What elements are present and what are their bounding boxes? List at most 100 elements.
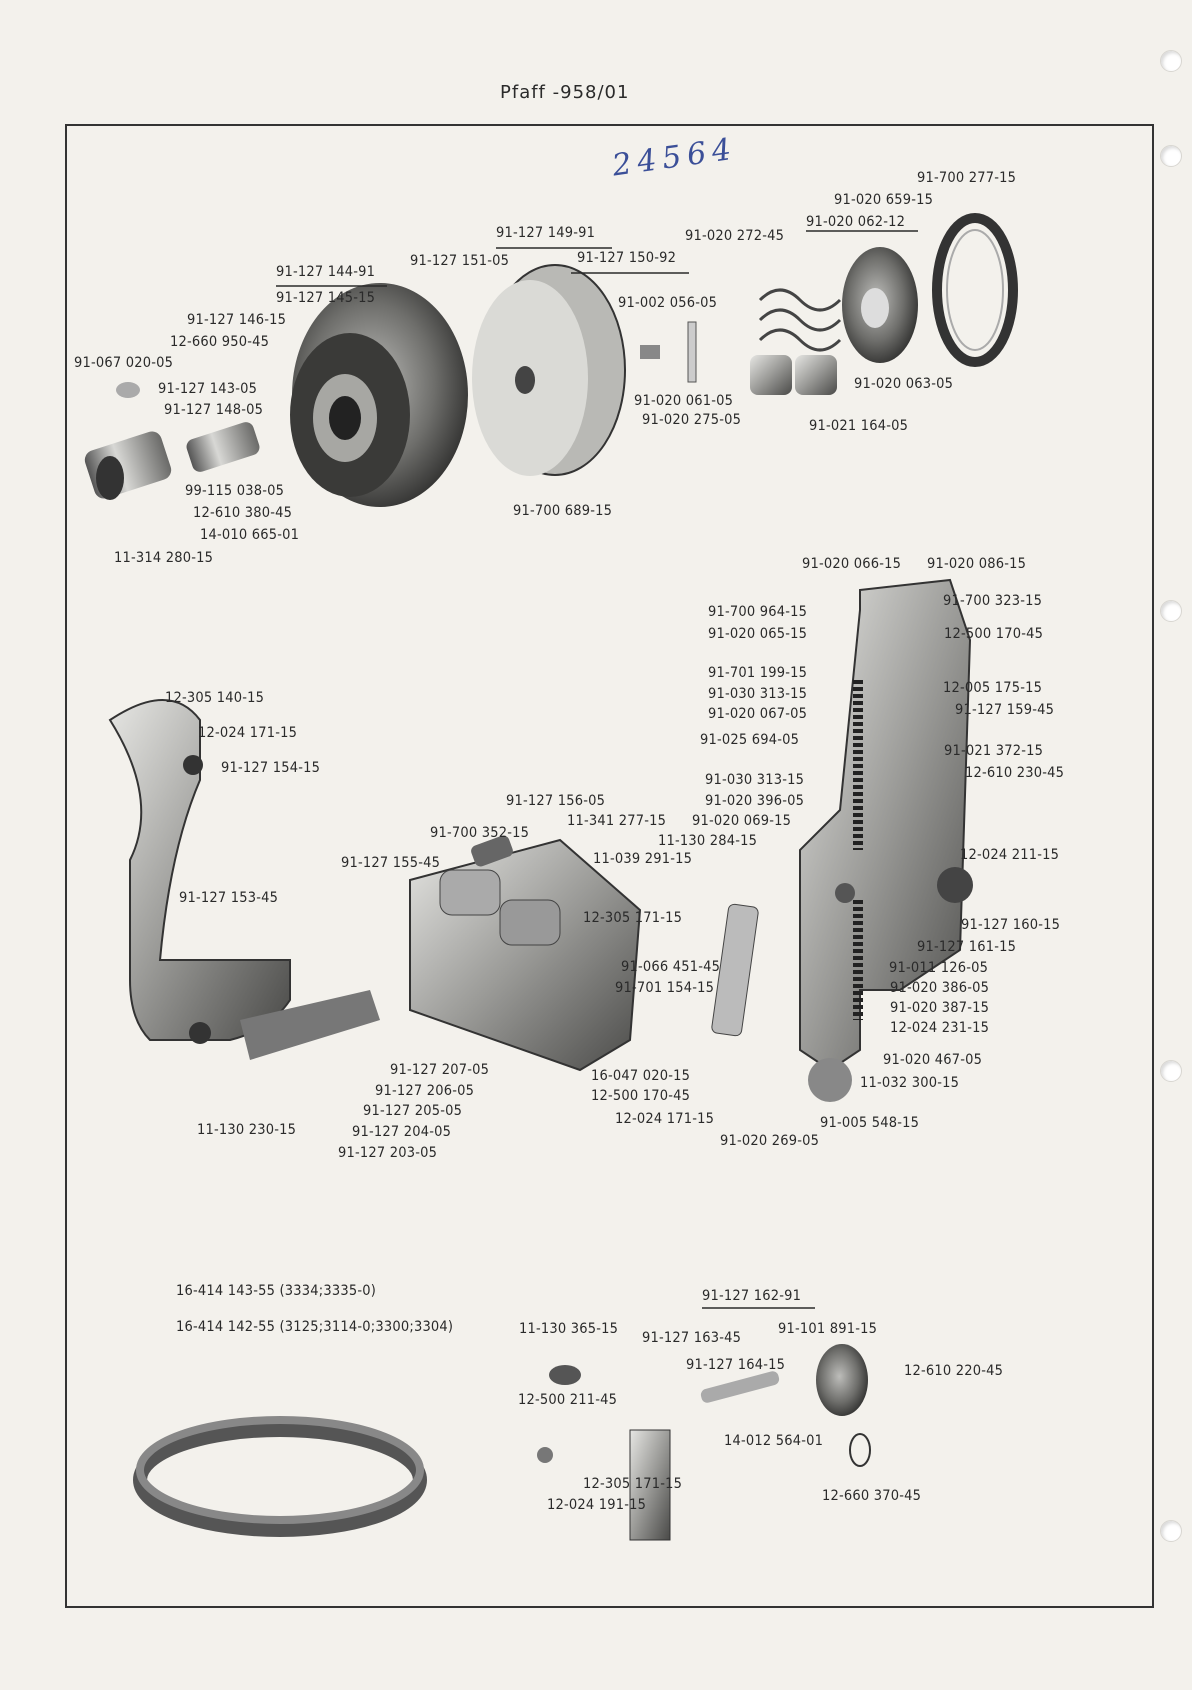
part-label: 91-127 154-15 xyxy=(221,760,321,776)
part-label: 91-127 143-05 xyxy=(158,381,258,397)
binder-hole xyxy=(1160,50,1182,72)
part-label: 91-021 164-05 xyxy=(809,418,909,434)
part-label: 11-130 230-15 xyxy=(197,1122,297,1138)
part-label: 12-024 171-15 xyxy=(615,1111,715,1127)
bracket-assembly xyxy=(409,835,642,1072)
part-label: 12-500 170-45 xyxy=(944,626,1044,642)
part-label: 14-012 564-01 xyxy=(724,1433,824,1449)
part-label: 11-130 284-15 xyxy=(658,833,758,849)
part-label: 91-127 148-05 xyxy=(164,402,264,418)
part-label: 91-020 066-15 xyxy=(802,556,902,572)
part-label: 91-700 352-15 xyxy=(430,825,530,841)
part-label: 11-314 280-15 xyxy=(114,550,214,566)
part-label: 91-020 063-05 xyxy=(854,376,954,392)
part-label: 91-020 065-15 xyxy=(708,626,808,642)
part-label: 91-025 694-05 xyxy=(700,732,800,748)
part-label: 91-127 150-92 xyxy=(577,250,677,266)
part-label: 91-127 162-91 xyxy=(702,1288,802,1304)
part-label: 91-127 205-05 xyxy=(363,1103,463,1119)
spring-coupling xyxy=(640,288,842,395)
part-label: 16-414 143-55 (3334;3335-0) xyxy=(176,1283,377,1299)
part-label: 91-127 160-15 xyxy=(961,917,1061,933)
diagram-frame xyxy=(65,124,1154,1608)
part-label: 14-010 665-01 xyxy=(200,527,300,543)
part-label: 91-701 199-15 xyxy=(708,665,808,681)
part-label: 91-101 891-15 xyxy=(778,1321,878,1337)
part-label: 91-127 203-05 xyxy=(338,1145,438,1161)
part-label: 11-039 291-15 xyxy=(593,851,693,867)
part-label: 12-610 230-45 xyxy=(965,765,1065,781)
flange-and-gasket xyxy=(842,213,1018,367)
part-label: 91-127 144-91 xyxy=(276,264,376,280)
needle-bar-frame xyxy=(711,578,973,1102)
part-label: 91-127 159-45 xyxy=(955,702,1055,718)
part-label: 91-020 061-05 xyxy=(634,393,734,409)
part-label: 91-020 269-05 xyxy=(720,1133,820,1149)
part-label: 91-030 313-15 xyxy=(705,772,805,788)
pulley-disc xyxy=(472,264,626,476)
shaft-parts xyxy=(84,382,260,500)
part-label: 91-020 272-45 xyxy=(685,228,785,244)
part-label: 91-127 151-05 xyxy=(410,253,510,269)
part-label: 12-500 211-45 xyxy=(518,1392,618,1408)
part-label: 91-700 689-15 xyxy=(513,503,613,519)
part-label: 12-660 950-45 xyxy=(170,334,270,350)
part-label: 12-305 171-15 xyxy=(583,1476,683,1492)
bracket-parts xyxy=(537,1344,871,1541)
part-label: 91-127 206-05 xyxy=(375,1083,475,1099)
part-label: 99-115 038-05 xyxy=(185,483,285,499)
part-label: 12-500 170-45 xyxy=(591,1088,691,1104)
part-label: 91-127 153-45 xyxy=(179,890,279,906)
part-label: 12-610 380-45 xyxy=(193,505,293,521)
part-label: 12-305 140-15 xyxy=(165,690,265,706)
part-label: 91-700 323-15 xyxy=(943,593,1043,609)
part-label: 91-020 387-15 xyxy=(890,1000,990,1016)
part-label: 12-610 220-45 xyxy=(904,1363,1004,1379)
binder-hole xyxy=(1160,600,1182,622)
part-label: 16-047 020-15 xyxy=(591,1068,691,1084)
part-label: 91-066 451-45 xyxy=(621,959,721,975)
part-label: 91-127 204-05 xyxy=(352,1124,452,1140)
part-label: 91-020 275-05 xyxy=(642,412,742,428)
part-label: 91-020 086-15 xyxy=(927,556,1027,572)
part-label: 91-127 149-91 xyxy=(496,225,596,241)
part-label: 91-701 154-15 xyxy=(615,980,715,996)
part-label: 91-127 207-05 xyxy=(390,1062,490,1078)
part-label: 91-700 964-15 xyxy=(708,604,808,620)
part-label: 91-002 056-05 xyxy=(618,295,718,311)
part-label: 91-020 467-05 xyxy=(883,1052,983,1068)
part-label: 91-127 146-15 xyxy=(187,312,287,328)
part-label: 91-127 163-45 xyxy=(642,1330,742,1346)
part-label: 91-067 020-05 xyxy=(74,355,174,371)
part-label: 91-127 145-15 xyxy=(276,290,376,306)
part-label: 12-024 171-15 xyxy=(198,725,298,741)
part-label: 11-341 277-15 xyxy=(567,813,667,829)
part-label: 91-127 161-15 xyxy=(917,939,1017,955)
part-label: 91-020 659-15 xyxy=(834,192,934,208)
part-label: 11-130 365-15 xyxy=(519,1321,619,1337)
part-label: 91-127 156-05 xyxy=(506,793,606,809)
binder-hole xyxy=(1160,1060,1182,1082)
part-label: 11-032 300-15 xyxy=(860,1075,960,1091)
binder-hole xyxy=(1160,145,1182,167)
part-label: 91-011 126-05 xyxy=(889,960,989,976)
part-label: 12-024 231-15 xyxy=(890,1020,990,1036)
part-label: 91-020 067-05 xyxy=(708,706,808,722)
part-label: 91-030 313-15 xyxy=(708,686,808,702)
part-label: 91-127 155-45 xyxy=(341,855,441,871)
part-label: 91-020 069-15 xyxy=(692,813,792,829)
part-label: 91-020 386-05 xyxy=(890,980,990,996)
part-label: 12-024 191-15 xyxy=(547,1497,647,1513)
clutch-pulley xyxy=(290,283,468,507)
part-label: 91-127 164-15 xyxy=(686,1357,786,1373)
page-title: Pfaff -958/01 xyxy=(500,82,630,103)
part-label: 91-020 062-12 xyxy=(806,214,906,230)
v-belt xyxy=(133,1416,427,1537)
part-label: 16-414 142-55 (3125;3114-0;3300;3304) xyxy=(176,1319,454,1335)
binder-hole xyxy=(1160,1520,1182,1542)
part-label: 12-660 370-45 xyxy=(822,1488,922,1504)
part-label: 91-700 277-15 xyxy=(917,170,1017,186)
part-label: 12-005 175-15 xyxy=(943,680,1043,696)
